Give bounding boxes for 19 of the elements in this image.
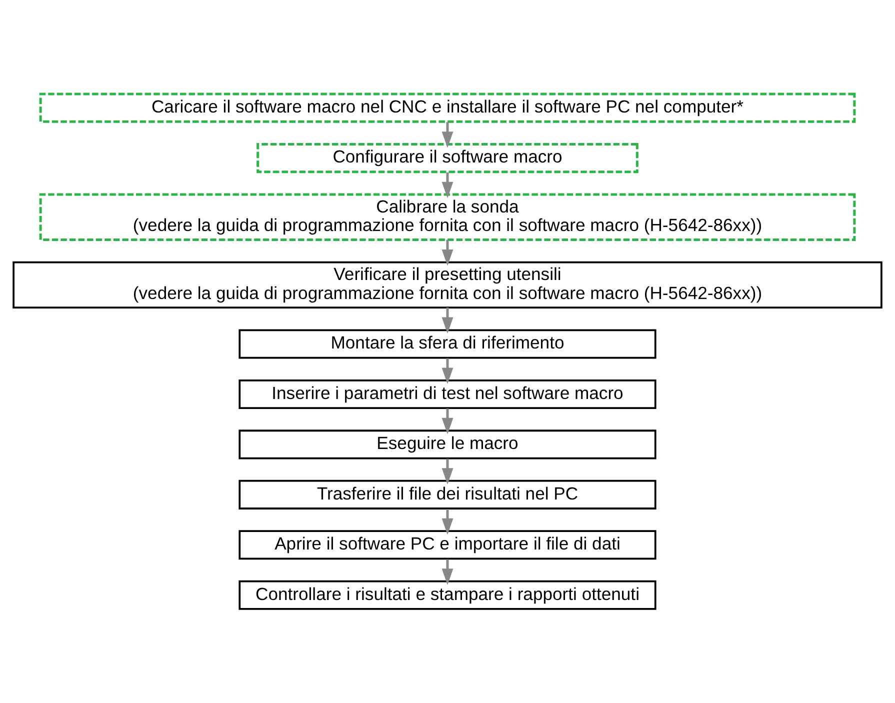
node-box: Eseguire le macro: [238, 430, 656, 460]
node-box: Aprire il software PC e importare il file di dati: [238, 530, 656, 560]
node-box: Montare la sfera di riferimento: [238, 329, 656, 359]
arrow: [442, 358, 454, 384]
node-box: Verificare il presetting utensili (vedere la guida di programmazione fornita con il software macro (H-5642-86xx)): [12, 261, 882, 308]
arrow: [442, 308, 454, 334]
arrow: [442, 458, 454, 485]
arrow: [442, 508, 454, 535]
arrow: [442, 559, 454, 585]
node-box: Controllare i risultati e stampare i rapporti ottenuti: [238, 580, 656, 610]
node-box: Inserire i parametri di test nel software macro: [238, 379, 656, 409]
arrow: [442, 172, 454, 198]
node-box: Calibrare la sonda (vedere la guida di programmazione fornita con il software macro (H-5642-86xx)): [39, 193, 856, 241]
arrow: [442, 240, 454, 266]
node-box: Trasferire il file dei risultati nel PC: [238, 480, 656, 510]
arrow: [442, 122, 454, 148]
node-box: Caricare il software macro nel CNC e installare il software PC nel computer*: [39, 92, 856, 123]
node-box: Configurare il software macro: [256, 143, 638, 174]
arrow: [442, 408, 454, 434]
